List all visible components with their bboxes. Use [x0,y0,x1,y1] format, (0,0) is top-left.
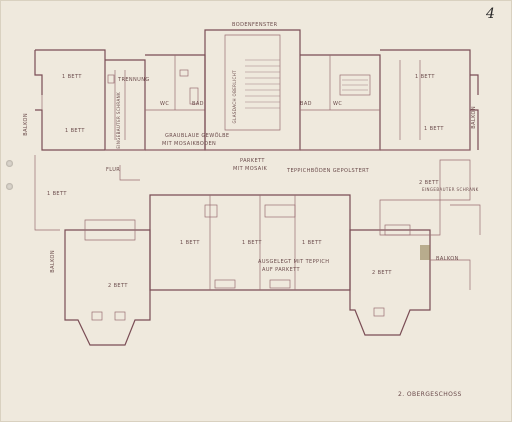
right-wing-upper [380,49,479,151]
label-graublaue-note: GRAUBLAUE GEWÖLBE [165,133,230,139]
label-balkon-right-upper: BALKON [471,106,477,129]
label-schrank-note: EINGEBAUTER SCHRANK [116,92,121,149]
central-stair-block [204,29,301,151]
label-mit-mosaik: MIT MOSAIK [233,166,268,172]
label-1bett-top-right: 1 BETT [415,74,435,80]
right-wing-mid [439,159,481,235]
label-balkon-left-lower: BALKON [50,250,56,273]
label-balkon-left-upper: BALKON [23,113,29,136]
label-wc-left: WC [160,101,170,107]
label-2bett-right-top: 2 BETT [419,180,439,186]
label-glas-note: GLASDACH OBERLICHT [232,70,237,124]
label-eingebaut-note: EINGEBAUTER SCHRANK [422,187,479,192]
label-1bett-c1: 1 BETT [180,240,200,246]
label-mit-mosaik-note: MIT MOSAIKBODEN [162,141,217,147]
label-1bett-top-left: 1 BETT [62,74,82,80]
label-1bett-right-2: 1 BETT [424,126,444,132]
label-bad-right: BAD [300,101,312,107]
page-number: 4 [486,6,495,22]
label-parkett: PARKETT [240,158,265,164]
label-2bett-right: 2 BETT [372,270,392,276]
right-wing-lower [349,199,471,336]
label-auf-parkett: AUF PARKETT [262,267,300,273]
label-obergeschoss: 2. OBERGESCHOSS [398,391,462,398]
label-1bett-c2: 1 BETT [242,240,262,246]
label-2bett-left: 2 BETT [108,283,128,289]
label-teppich-note: TEPPICHBÖDEN GEPOLSTERT [287,168,370,174]
corridor [34,149,470,231]
label-balkon-right-lower: BALKON [436,256,459,262]
label-1bett-left-2: 1 BETT [65,128,85,134]
punch-hole-bottom [6,183,13,190]
label-flur: FLUR [106,167,121,173]
label-bodenfenster: BODENFENSTER [232,22,278,28]
left-wing-upper [34,49,146,151]
label-wc-right: WC [333,101,343,107]
label-ausgelegt-note: AUSGELEGT MIT TEPPICH [258,259,330,265]
label-1bett-c3: 1 BETT [302,240,322,246]
label-trennung: TRENNUNG [118,77,150,83]
label-bad-left: BAD [192,101,204,107]
punch-hole-top [6,160,13,167]
label-1bett-left-mid: 1 BETT [47,191,67,197]
